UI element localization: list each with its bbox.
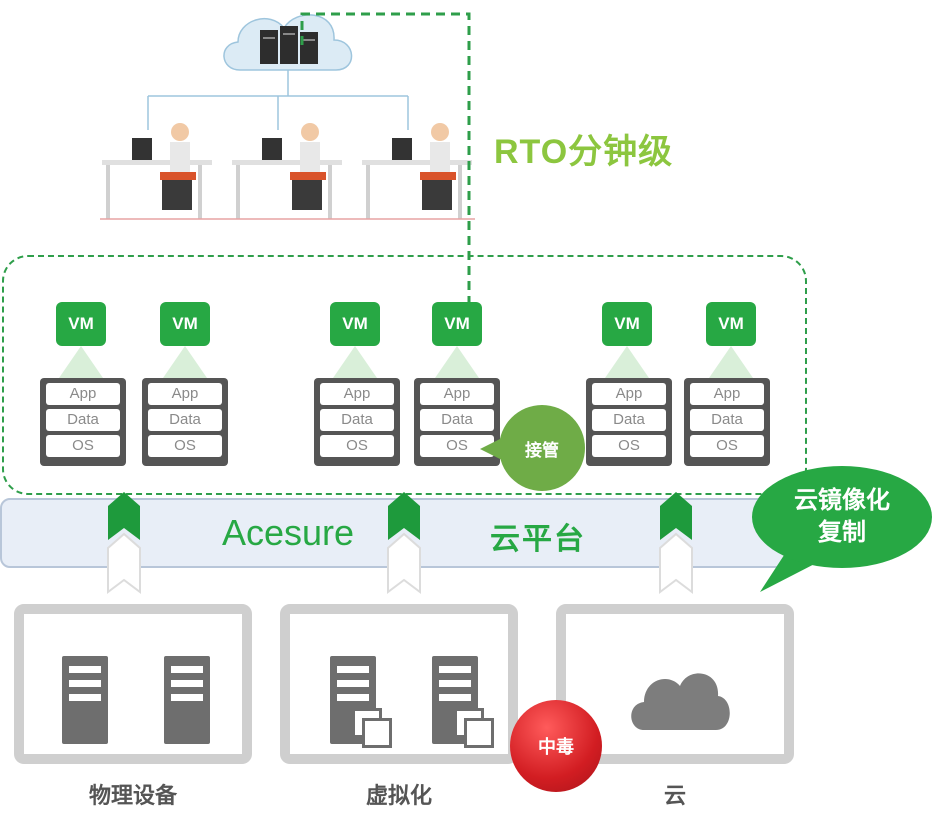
workstation-1 xyxy=(102,123,212,219)
workstation-2 xyxy=(232,123,342,219)
virtual-machine-icon xyxy=(362,718,392,748)
vm-stack: App Data OS xyxy=(586,378,672,466)
chevron-up-icon xyxy=(107,492,141,594)
vm-beam xyxy=(435,346,479,378)
layer-app: App xyxy=(148,383,222,405)
layer-data: Data xyxy=(420,409,494,431)
infected-badge: 中毒 xyxy=(510,700,602,792)
layer-app: App xyxy=(46,383,120,405)
layer-os: OS xyxy=(420,435,494,457)
virtual-machine-icon xyxy=(464,718,494,748)
vm-badge: VM xyxy=(330,302,380,346)
layer-os: OS xyxy=(320,435,394,457)
cloud-source-box xyxy=(556,604,794,764)
vm-beam xyxy=(333,346,377,378)
platform-label: 云平台 xyxy=(490,523,586,556)
layer-app: App xyxy=(420,383,494,405)
callout-line-1: 云镜像化 xyxy=(794,487,890,514)
vm-stack: App Data OS xyxy=(40,378,126,466)
vm-badge: VM xyxy=(706,302,756,346)
vm-badge: VM xyxy=(160,302,210,346)
vm-group: VM xyxy=(706,302,756,346)
layer-os: OS xyxy=(46,435,120,457)
vm-beam xyxy=(163,346,207,378)
physical-label: 物理设备 xyxy=(88,783,177,808)
server-icon xyxy=(164,656,210,744)
vm-stack: App Data OS xyxy=(142,378,228,466)
chevron-up-icon xyxy=(387,492,421,594)
layer-os: OS xyxy=(592,435,666,457)
image-replication-callout: 云镜像化 复制 xyxy=(752,466,932,568)
vm-badge: VM xyxy=(432,302,482,346)
layer-data: Data xyxy=(148,409,222,431)
layer-app: App xyxy=(320,383,394,405)
physical-source-box xyxy=(14,604,252,764)
callout-line-2: 复制 xyxy=(818,519,866,546)
vm-group: VM xyxy=(432,302,482,346)
vm-beam xyxy=(59,346,103,378)
vm-group: VM xyxy=(330,302,380,346)
vm-beam xyxy=(709,346,753,378)
server-icon xyxy=(62,656,108,744)
vm-beam xyxy=(605,346,649,378)
vm-group: VM xyxy=(160,302,210,346)
layer-os: OS xyxy=(690,435,764,457)
vm-badge: VM xyxy=(602,302,652,346)
vm-badge: VM xyxy=(56,302,106,346)
layer-app: App xyxy=(592,383,666,405)
vm-stack: App Data OS xyxy=(684,378,770,466)
chevron-up-icon xyxy=(659,492,693,594)
brand-name: Acesure xyxy=(222,512,355,553)
cloud-label: 云 xyxy=(663,783,686,808)
layer-app: App xyxy=(690,383,764,405)
vm-stack: App Data OS xyxy=(314,378,400,466)
cloud-icon xyxy=(631,673,730,730)
rto-label: RTO分钟级 xyxy=(494,133,674,171)
layer-os: OS xyxy=(148,435,222,457)
vm-group: VM xyxy=(56,302,106,346)
virtualization-source-box xyxy=(280,604,518,764)
layer-data: Data xyxy=(690,409,764,431)
layer-data: Data xyxy=(320,409,394,431)
users-illustration xyxy=(100,14,475,220)
virtualization-label: 虚拟化 xyxy=(365,783,432,808)
takeover-badge: 接管 xyxy=(499,405,585,491)
workstation-3 xyxy=(362,123,472,219)
vm-group: VM xyxy=(602,302,652,346)
cloud-server-icon xyxy=(223,14,353,71)
layer-data: Data xyxy=(46,409,120,431)
layer-data: Data xyxy=(592,409,666,431)
